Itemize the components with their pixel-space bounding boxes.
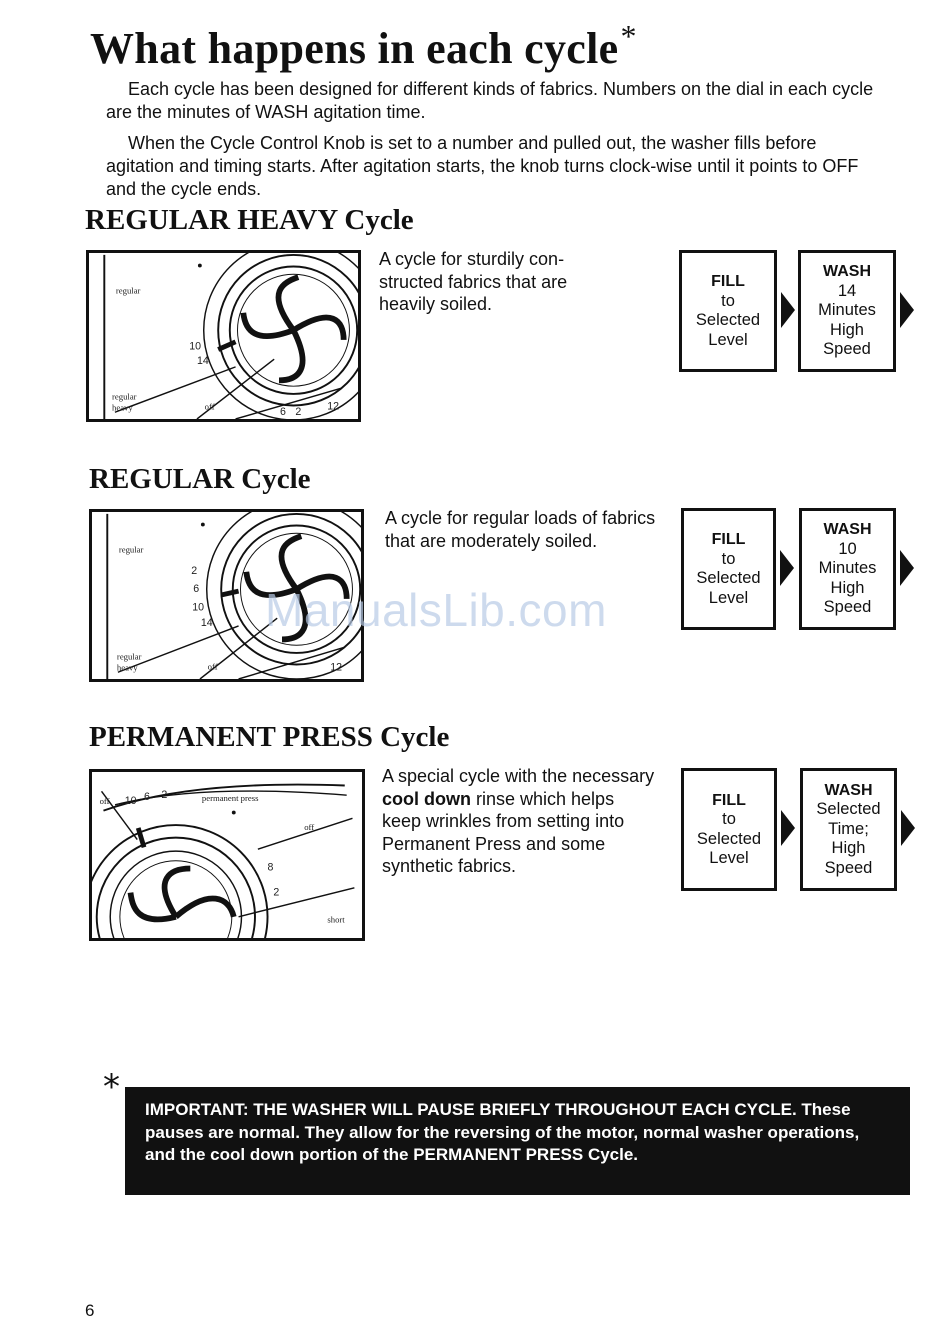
watermark: ManualsLib.com: [265, 584, 607, 636]
wash-box-line: Selected: [816, 800, 881, 819]
wash-box-line: 14: [837, 281, 857, 300]
flow-arrow-icon: [901, 810, 915, 846]
fill-box-line: Level: [708, 330, 748, 349]
dial3-number-2-lower: 2: [273, 887, 279, 899]
dial2-label-regular: regular: [119, 545, 144, 555]
wash-box-title: WASH: [824, 781, 873, 799]
wash-box-line: Speed: [823, 598, 872, 617]
fill-box-line: Selected: [695, 311, 761, 329]
fill-box-title: FILL: [712, 791, 746, 809]
fill-box-regular-heavy: FILL to Selected Level: [679, 250, 777, 372]
dial1-number-14: 14: [197, 355, 209, 367]
dial1-number-12: 12: [327, 400, 339, 412]
dial1-number-6: 6: [280, 406, 286, 418]
section-heading-regular: REGULAR Cycle: [89, 463, 311, 495]
dial3-label-off-left: off: [100, 796, 110, 806]
dial1-label-regular: regular: [116, 286, 141, 296]
fill-box-title: FILL: [711, 531, 746, 548]
description-permanent-press: A special cycle with the necessary cool …: [382, 766, 655, 876]
dial-illustration-regular-heavy: regular regular heavy off 14 10 6 2 12: [86, 250, 361, 422]
dial1-label-off: off: [205, 401, 215, 411]
wash-box-regular-heavy: WASH 14 Minutes High Speed: [798, 250, 896, 372]
wash-box-line: Minutes: [818, 301, 876, 320]
fill-box-title: FILL: [711, 273, 745, 290]
dial3-number-2: 2: [161, 789, 167, 801]
section-heading-regular-heavy: REGULAR HEAVY Cycle: [85, 204, 414, 236]
dial3-number-8: 8: [268, 861, 274, 873]
cool-down-emphasis: cool down: [382, 788, 471, 809]
dial3-label-short: short: [327, 915, 345, 925]
flow-arrow-icon: [900, 292, 914, 328]
dial3-number-6: 6: [144, 791, 150, 803]
dial2-number-10: 10: [192, 601, 204, 613]
dial2-number-2: 2: [191, 565, 197, 577]
fill-box-line: to: [721, 291, 735, 310]
dial2-number-12: 12: [330, 661, 342, 673]
notice-asterisk-icon: *: [103, 1067, 120, 1107]
page-number: 6: [85, 1301, 95, 1320]
fill-box-line: Level: [709, 849, 749, 867]
dial2-label-heavy: heavy: [117, 662, 138, 672]
wash-box-line: Speed: [824, 858, 873, 877]
wash-box-permanent-press: WASH Selected Time; High Speed: [800, 768, 897, 891]
dial2-label-regular-lower: regular: [117, 652, 142, 662]
fill-box-line: Selected: [696, 829, 762, 848]
fill-box-permanent-press: FILL to Selected Level: [681, 768, 777, 891]
fill-box-line: Selected: [696, 569, 761, 587]
flow-arrow-icon: [900, 550, 914, 586]
description-regular: A cycle for regular loads of fabrics tha…: [385, 508, 656, 551]
wash-box-line: 10: [838, 539, 857, 558]
wash-box-line: Speed: [823, 340, 871, 359]
dial2-number-6: 6: [193, 583, 199, 595]
title-asterisk: *: [620, 18, 637, 54]
wash-box-title: WASH: [823, 521, 872, 539]
dial1-number-10: 10: [189, 341, 201, 353]
dial-illustration-permanent-press: permanent press off short off 10 6 2 8 2: [89, 769, 365, 941]
dial1-number-2: 2: [295, 406, 301, 418]
wash-box-line: High: [830, 320, 864, 339]
dial-illustration-regular: regular regular heavy off 2 6 10 14 12: [89, 509, 364, 682]
wash-box-line: High: [831, 839, 866, 858]
dial1-label-heavy: heavy: [112, 402, 133, 412]
wash-box-regular: WASH 10 Minutes High Speed: [799, 508, 896, 630]
wash-box-line: Time;: [828, 819, 869, 838]
description-regular-heavy: A cycle for sturdily con-structed fabric…: [379, 249, 568, 314]
dial2-label-off: off: [208, 661, 218, 671]
dial3-number-10: 10: [125, 795, 137, 807]
important-notice: IMPORTANT: THE WASHER WILL PAUSE BRIEFLY…: [125, 1087, 910, 1195]
intro-paragraph-2: When the Cycle Control Knob is set to a …: [106, 133, 859, 199]
flow-arrow-icon: [781, 292, 795, 328]
section-heading-permanent-press: PERMANENT PRESS Cycle: [89, 721, 450, 753]
wash-box-title: WASH: [823, 263, 871, 281]
wash-box-line: High: [830, 578, 865, 597]
flow-arrow-icon: [780, 550, 794, 586]
wash-box-line: Minutes: [818, 559, 877, 578]
fill-box-line: to: [721, 549, 736, 568]
dial1-label-regular-lower: regular: [112, 392, 137, 402]
dial3-label-off: off: [304, 822, 314, 832]
page-title: What happens in each cycle*: [90, 18, 637, 73]
intro-paragraph-1: Each cycle has been designed for differe…: [106, 79, 874, 122]
fill-box-line: to: [722, 810, 736, 828]
flow-arrow-icon: [781, 810, 795, 846]
fill-box-regular: FILL to Selected Level: [681, 508, 776, 630]
fill-box-line: Level: [708, 588, 749, 607]
dial2-number-14: 14: [201, 617, 213, 629]
dial3-label-permanent-press: permanent press: [202, 793, 259, 803]
